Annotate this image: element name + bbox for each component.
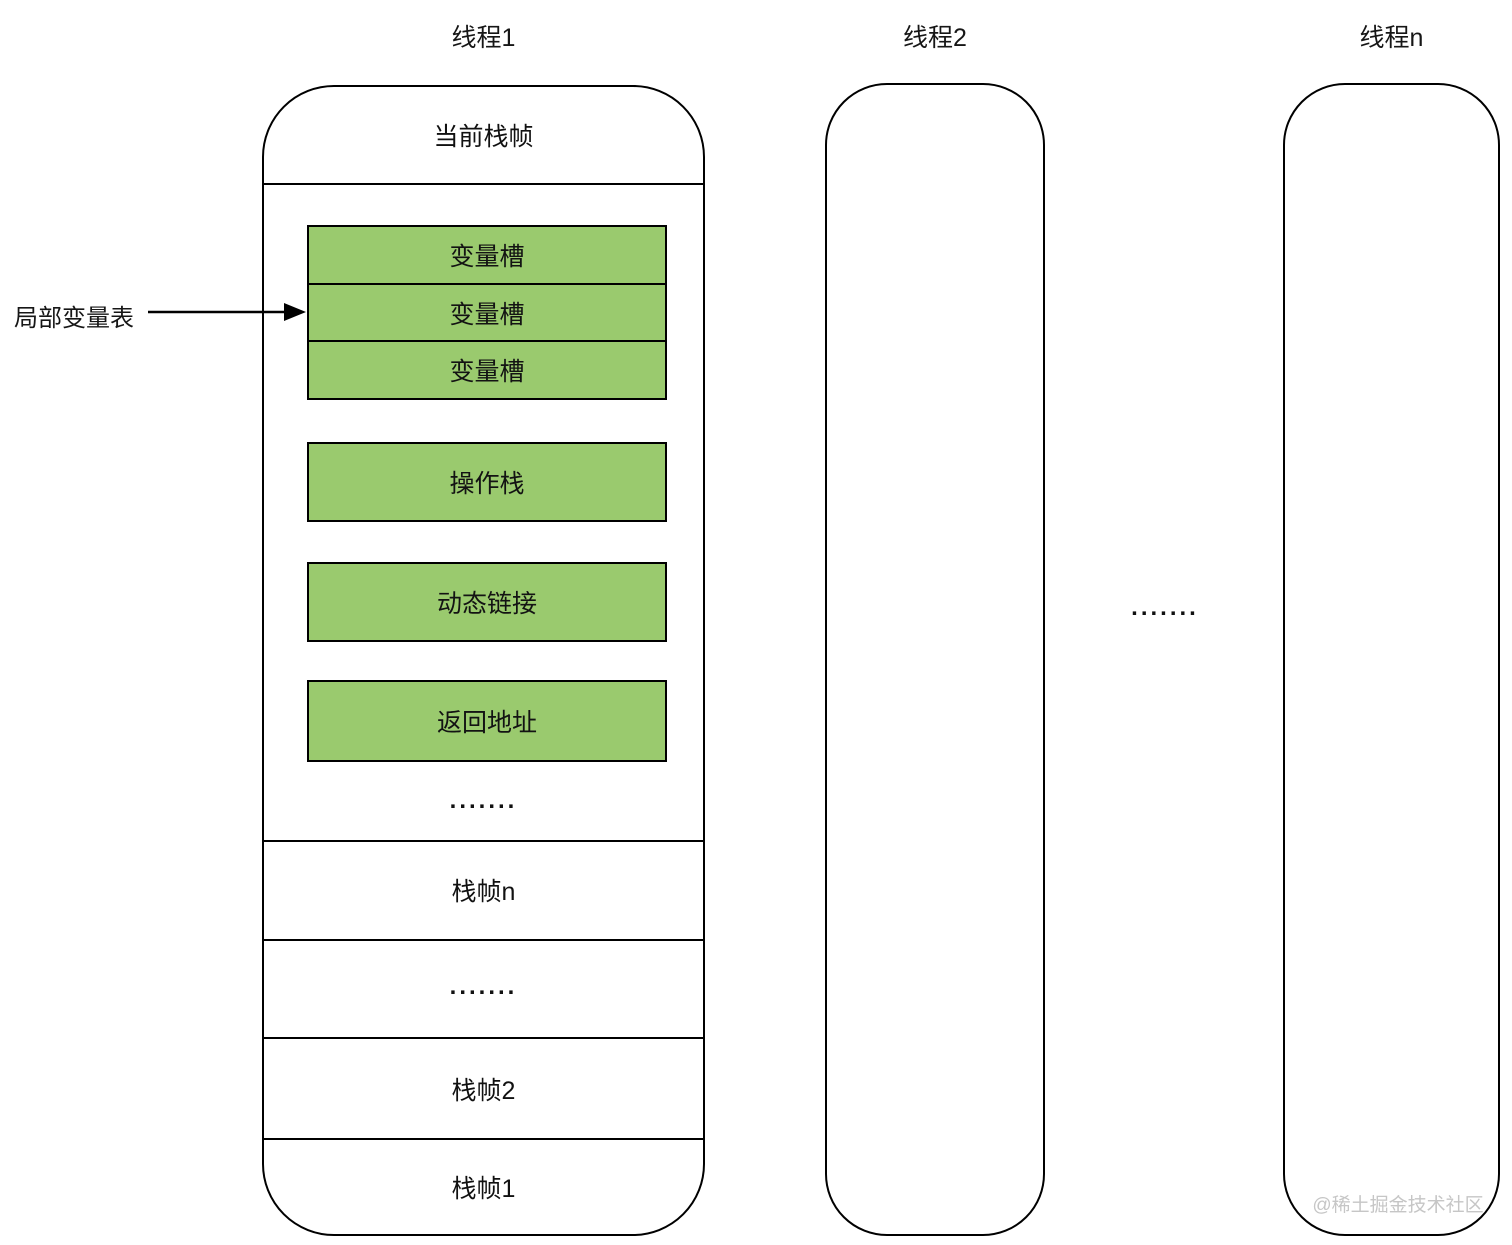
variable-slot-2: 变量槽 [307, 282, 667, 343]
thread2-title: 线程2 [903, 24, 967, 52]
local-variable-table-label: 局部变量表 [14, 305, 134, 332]
operand-stack-block: 操作栈 [307, 442, 667, 522]
thread1-title: 线程1 [451, 24, 516, 52]
frames-ellipsis: ....... [449, 973, 518, 1000]
stack-frame-1-row: 栈帧1 [451, 1175, 516, 1203]
variable-slot-3: 变量槽 [307, 340, 667, 400]
arrow-right-icon [148, 303, 306, 321]
divider-line [264, 939, 703, 941]
current-stack-frame-header: 当前栈帧 [264, 87, 703, 185]
divider-line [264, 840, 703, 842]
divider-line [264, 1037, 703, 1039]
return-address-block: 返回地址 [307, 680, 667, 762]
stack-frame-n-row: 栈帧n [451, 878, 516, 906]
thread1-stack-box: 当前栈帧 变量槽 变量槽 变量槽 操作栈 动态链接 返回地址 ....... 栈… [262, 85, 705, 1236]
stack-frame-2-row: 栈帧2 [451, 1077, 516, 1105]
dynamic-link-block: 动态链接 [307, 562, 667, 642]
threadn-title: 线程n [1359, 24, 1424, 52]
variable-slot-1: 变量槽 [307, 225, 667, 285]
watermark-text: @稀土掘金技术社区 [1312, 1195, 1484, 1216]
threadn-stack-box [1283, 83, 1500, 1236]
between-threads-ellipsis: ....... [1131, 594, 1199, 621]
divider-line [264, 1138, 703, 1140]
current-frame-ellipsis: ....... [449, 787, 518, 814]
thread2-stack-box [825, 83, 1045, 1236]
